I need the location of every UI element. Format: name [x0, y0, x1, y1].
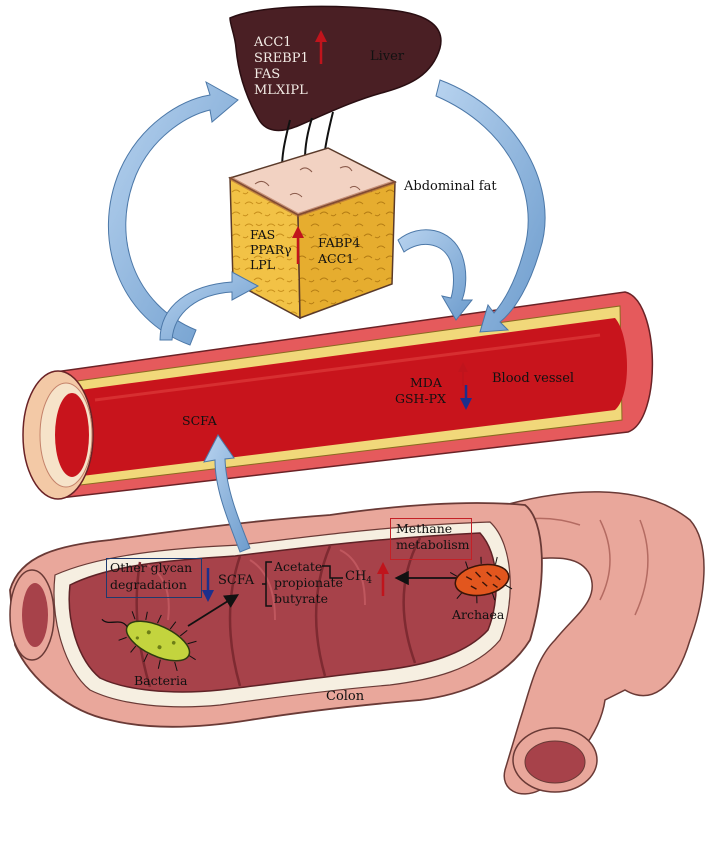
blood-vessel-label: Blood vessel: [492, 371, 575, 386]
colon-label: Colon: [326, 689, 365, 704]
colon: [9, 491, 705, 795]
flow-arrows: [107, 79, 546, 553]
gshpx-down-arrow: [460, 385, 472, 410]
liver-marker-fas: FAS: [254, 67, 281, 82]
acid-butyrate: butyrate: [274, 591, 328, 606]
liver-marker-acc1: ACC1: [254, 35, 292, 50]
vessel-marker-gshpx: GSH-PX: [395, 391, 446, 406]
acid-propionate: propionate: [274, 575, 343, 590]
abdominal-fat-cube: [228, 147, 397, 320]
fat-marker-acc1: ACC1: [318, 251, 355, 266]
fat-marker-ppar: PPARγ: [250, 242, 292, 257]
fat-marker-lpl: LPL: [250, 257, 276, 272]
methane-metabolism-box: [390, 518, 472, 560]
abdominal-fat-label: Abdominal fat: [404, 179, 497, 194]
fat-up-arrow: [292, 226, 304, 264]
glycan-box-line1: Other glycan: [110, 560, 193, 575]
glycan-degradation-box: [106, 558, 202, 598]
liver-up-arrow: [315, 30, 327, 64]
arrow-fat-to-vessel: [397, 229, 474, 321]
ch4-up-arrow: [377, 562, 389, 596]
methane-box-line2: metabolism: [396, 537, 470, 552]
arrow-vessel-to-liver: [107, 80, 239, 346]
arrow-vessel-to-fat: [159, 271, 260, 341]
liver-organ: [229, 5, 442, 132]
fat-marker-fabp4: FABP4: [318, 235, 361, 250]
mda-up-arrow: [458, 362, 468, 386]
bacteria-label: Bacteria: [134, 673, 188, 688]
acids-to-ch4-connector: [322, 565, 343, 579]
acids-bracket: [262, 561, 272, 607]
liver-marker-mlxipl: MLXIPL: [254, 83, 308, 98]
arrow-liver-to-vessel: [435, 79, 546, 333]
glycan-down-arrow: [202, 568, 214, 602]
bacteria-cell: [101, 611, 197, 672]
blood-vessel: [22, 291, 654, 500]
acid-acetate: Acetate: [274, 559, 323, 574]
liver-label: Liver: [370, 49, 405, 64]
archaea-label: Archaea: [452, 607, 505, 622]
methane-box-line1: Methane: [396, 521, 453, 536]
vessel-scfa-label: SCFA: [182, 413, 217, 428]
fat-marker-fas: FAS: [250, 227, 276, 242]
bacteria-to-scfa-arrow: [187, 594, 240, 627]
vessel-marker-mda: MDA: [410, 375, 442, 390]
archaea-cell: [449, 556, 513, 604]
arrow-scfa-to-vessel: [203, 434, 251, 553]
liver-marker-srebp1: SREBP1: [254, 51, 309, 66]
ch4-label: CH4: [345, 569, 373, 586]
colon-scfa-label: SCFA: [218, 573, 255, 588]
glycan-box-line2: degradation: [110, 577, 187, 592]
